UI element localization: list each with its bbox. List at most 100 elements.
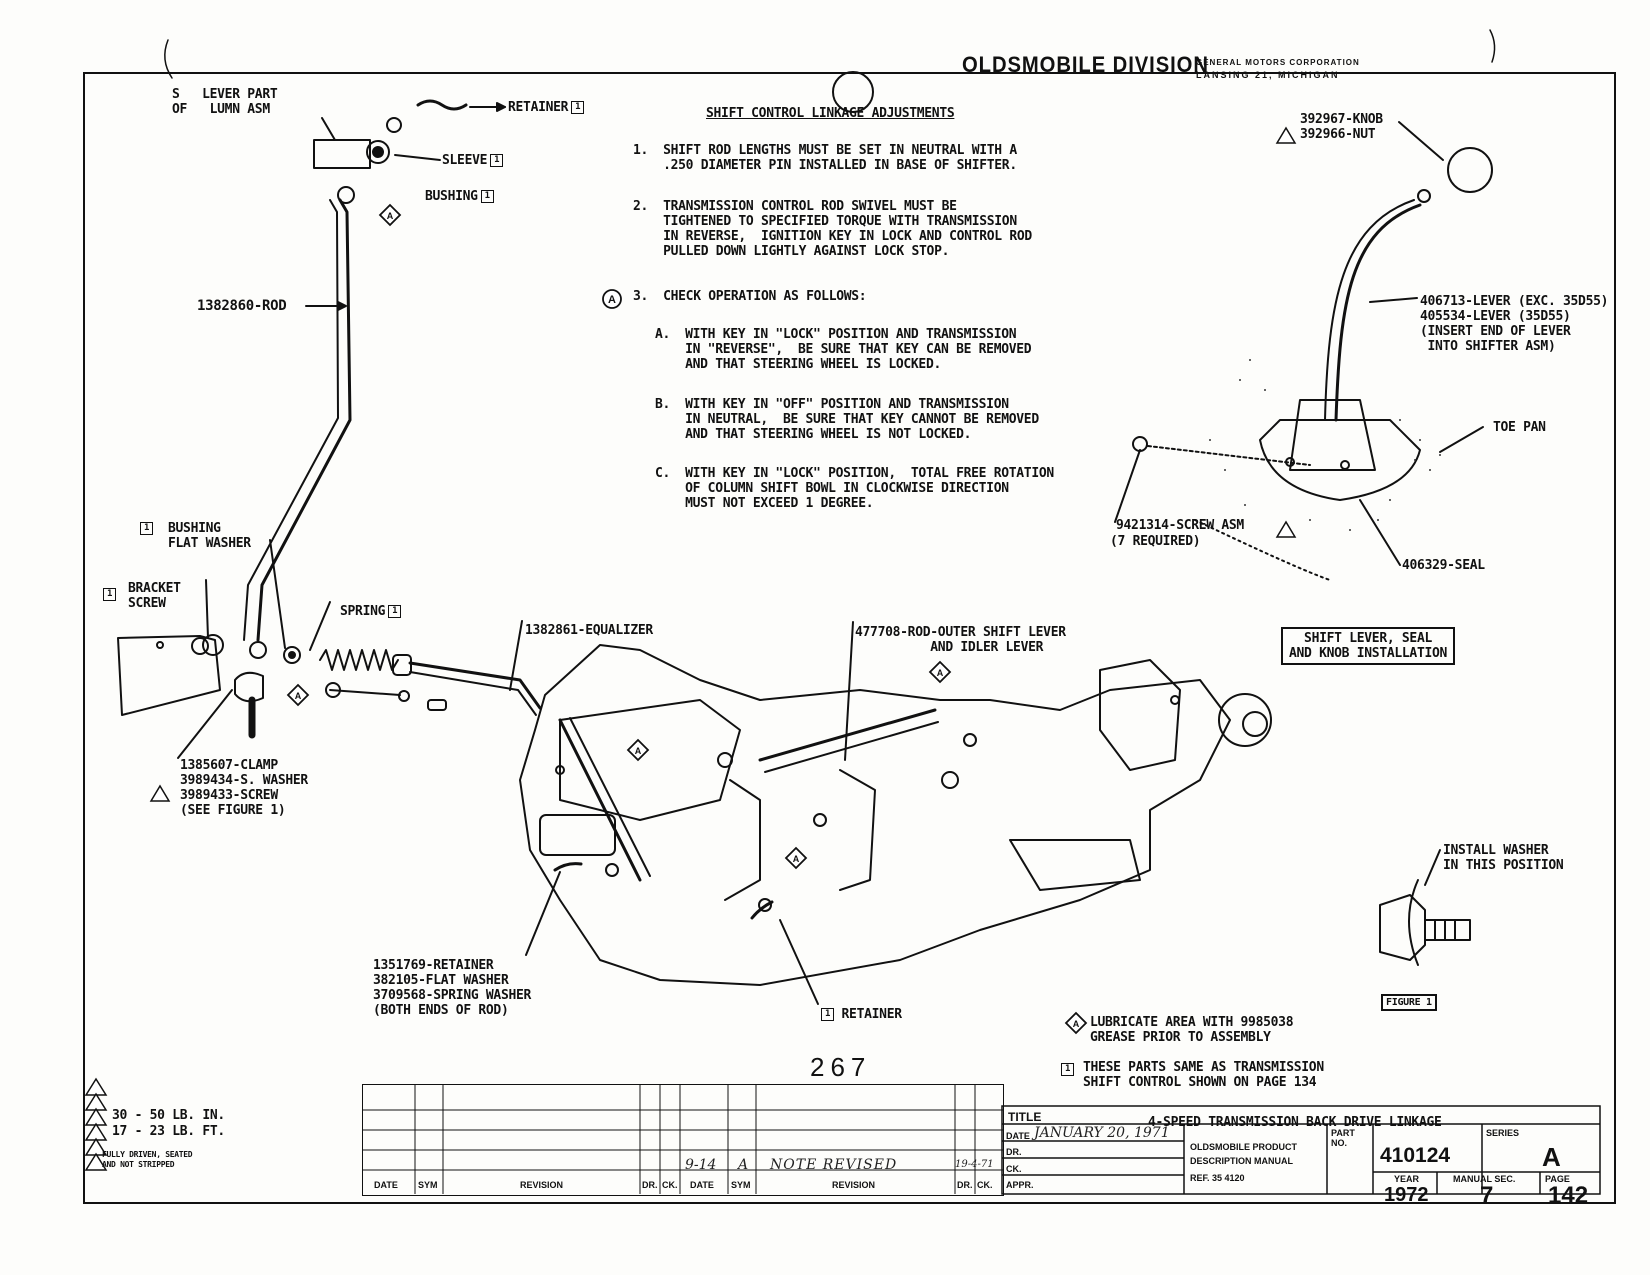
appr-label: APPR. [1006,1180,1034,1190]
lubricate-diamond-icon [1064,1011,1088,1035]
retainer-bottom-label: 1351769-RETAINER 382105-FLAT WASHER 3709… [373,958,532,1018]
part-label: PART NO. [1331,1128,1355,1148]
instruction-step-2: 2. TRANSMISSION CONTROL ROD SWIVEL MUST … [633,199,1032,259]
shift-knob [1447,147,1493,193]
series-value: A [1542,1142,1561,1172]
lubricate-diamond-icon [626,738,650,762]
svg-text:A: A [793,854,800,864]
instructions-title: SHIFT CONTROL LINKAGE ADJUSTMENTS [706,106,955,121]
same-parts-marker: 1 [1058,1062,1074,1077]
product-line-2: DESCRIPTION MANUAL [1190,1156,1293,1166]
torque-triangle-icon [1275,126,1297,144]
product-line-1: OLDSMOBILE PRODUCT [1190,1142,1297,1152]
rev-header-dr-2: DR. [957,1180,973,1190]
screw-asm-label: 9421314-SCREW ASM [1116,518,1244,533]
rev-text: NOTE REVISED [770,1157,898,1173]
lubricate-diamond-icon [378,203,402,227]
lever-label: 406713-LEVER (EXC. 35D55) 405534-LEVER (… [1420,294,1609,354]
division-title: OLDSMOBILE DIVISION [962,52,1209,77]
dr-label: DR. [1006,1147,1022,1157]
instruction-step-c: C. WITH KEY IN "LOCK" POSITION, TOTAL FR… [655,466,1054,511]
manual-value: 7 [1480,1182,1494,1209]
column-lever-part [313,139,371,169]
ref-label: REF. 35 4120 [1190,1173,1245,1183]
torque-triangle-icon [84,1152,108,1171]
bracket [117,635,221,716]
rev-header-ck-2: CK. [977,1180,993,1190]
shift-lever [1334,203,1422,422]
instruction-step-b: B. WITH KEY IN "OFF" POSITION AND TRANSM… [655,397,1039,442]
shift-rod [256,198,352,642]
lubricate-diamond-icon [928,660,952,684]
bracket-screw-label: BRACKET SCREW [128,581,181,611]
lever-part-label: S LEVER PART OF LUMN ASM [172,87,278,117]
date-label: DATE [1006,1131,1030,1141]
screw-required-label: (7 REQUIRED) [1110,534,1201,549]
rev-header-sym-1: SYM [418,1180,438,1190]
shifter-boot [1289,399,1376,471]
year-value: 1972 [1384,1184,1429,1206]
svg-text:A: A [608,294,616,306]
install-washer-label: INSTALL WASHER IN THIS POSITION [1443,843,1564,873]
series-label: SERIES [1486,1128,1520,1138]
toe-pan-label: TOE PAN [1493,420,1546,435]
torque-range-2: 17 - 23 LB. FT. [112,1124,225,1139]
rev-header-sym-2: SYM [731,1180,751,1190]
same-parts-note: THESE PARTS SAME AS TRANSMISSION SHIFT C… [1083,1060,1324,1090]
torque-triangle-icon [1275,520,1297,538]
instruction-step-1: 1. SHIFT ROD LENGTHS MUST BE SET IN NEUT… [633,143,1017,173]
year-label: YEAR [1394,1174,1420,1184]
rod-label: 1382860-ROD [197,298,287,314]
part-number: 410124 [1380,1144,1451,1167]
lubricate-note: LUBRICATE AREA WITH 9985038 GREASE PRIOR… [1090,1015,1294,1045]
seal-label: 406329-SEAL [1402,558,1485,573]
fully-driven-note: FULLY DRIVEN, SEATED AND NOT STRIPPED [102,1150,193,1169]
lubricate-diamond-icon [286,683,310,707]
svg-text:A: A [387,211,394,221]
figure-1-label: FIGURE 1 [1381,994,1437,1011]
outer-rod-label: 477708-ROD-OUTER SHIFT LEVER AND IDLER L… [855,625,1066,655]
rev-date: 9-14 [685,1157,717,1173]
instruction-step-3: 3. CHECK OPERATION AS FOLLOWS: [633,289,867,304]
equalizer-label: 1382861-EQUALIZER [525,623,653,638]
rev-header-dr-1: DR. [642,1180,658,1190]
bushing-flat-label: 1 [137,521,153,536]
rev-header-ck-1: CK. [662,1180,678,1190]
drawing-title: 4-SPEED TRANSMISSION BACK DRIVE LINKAGE [1148,1115,1442,1130]
knob-label: 392967-KNOB 392966-NUT [1300,112,1383,142]
clamp-label: 1385607-CLAMP 3989434-S. WASHER 3989433-… [180,758,308,818]
transmission-housing [519,644,1231,986]
instruction-step-a: A. WITH KEY IN "LOCK" POSITION AND TRANS… [655,327,1032,372]
svg-text:A: A [295,691,302,701]
washer-screw [1379,894,1426,961]
binder-hole-icon [832,71,874,113]
circle-a-icon [602,289,622,309]
date-value: JANUARY 20, 1971 [1034,1125,1170,1141]
rev-header-revision-2: REVISION [832,1180,876,1190]
svg-text:A: A [937,668,944,678]
page-value: 142 [1548,1182,1589,1209]
retainer-mid-label: 1 RETAINER [818,1007,902,1022]
ck-label: CK. [1006,1164,1022,1174]
svg-text:A: A [1073,1019,1080,1029]
page-label: PAGE [1545,1174,1570,1184]
bracket-screw-marker: 1 [100,587,116,602]
bushing-flat-text: BUSHING FLAT WASHER [168,521,251,551]
rev-header-date-1: DATE [374,1180,398,1190]
corp-line-2: LANSING 21, MICHIGAN [1196,70,1340,80]
shift-lever-caption: SHIFT LEVER, SEAL AND KNOB INSTALLATION [1281,627,1456,665]
lubricate-diamond-icon [784,846,808,870]
title-label: TITLE [1008,1110,1042,1124]
manual-label: MANUAL SEC. [1453,1174,1516,1184]
rev-dr: 19-4-71 [955,1159,994,1170]
page-number-267: 267 [810,1052,872,1082]
rev-header-date-2: DATE [690,1180,714,1190]
revision-table [362,1084,1004,1196]
rev-header-revision-1: REVISION [520,1180,564,1190]
torque-triangle-icon [149,784,171,802]
